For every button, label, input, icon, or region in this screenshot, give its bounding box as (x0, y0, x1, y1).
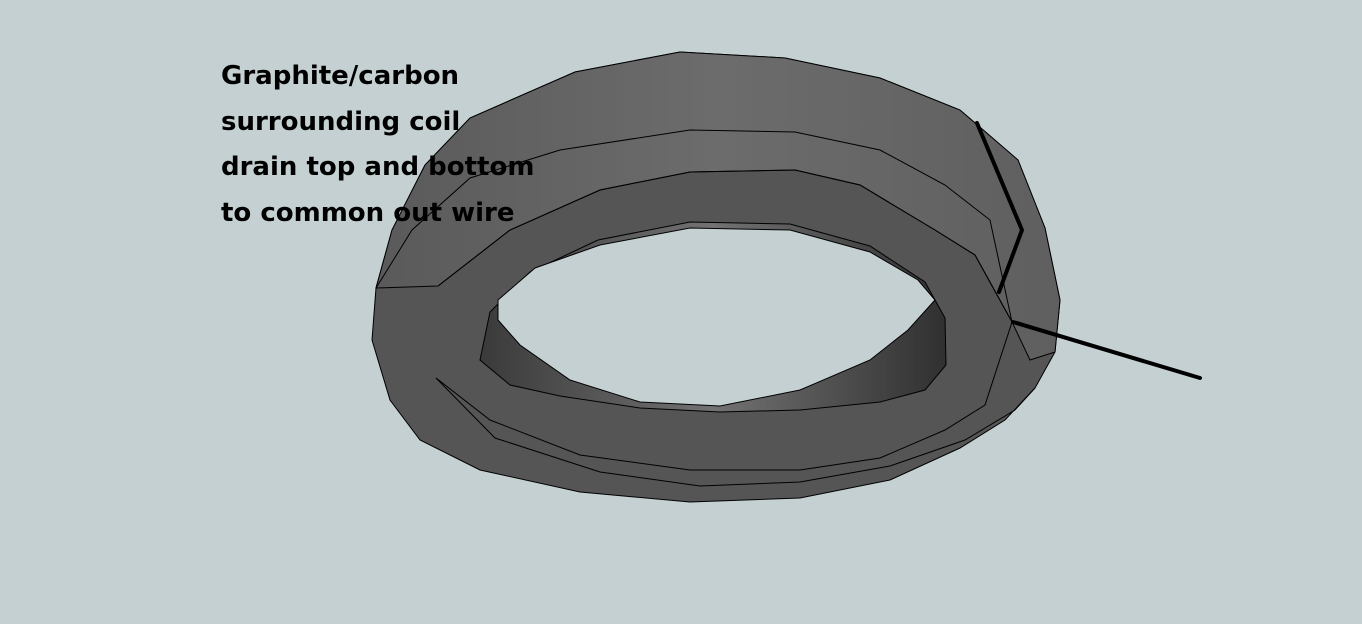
common-out-wire (1011, 320, 1202, 380)
ring-band-line-lower-inner (435, 321, 1013, 471)
ring-band-line-lower-outer (435, 377, 1036, 487)
ring-hole-opening (497, 227, 936, 407)
annotation-line-3: drain top and bottom (221, 152, 535, 182)
ring-band-line-top (375, 129, 1013, 323)
annotation-line-4: to common out wire (221, 197, 515, 228)
ring-band-line-inner (437, 169, 1013, 323)
annotation-line-2: surrounding coil (221, 106, 461, 137)
drain-wire-top (975, 121, 1024, 294)
annotation-line-1: Graphite/carbon (221, 61, 460, 91)
annotation-text: Graphite/carbon surrounding coil drain t… (221, 54, 534, 236)
